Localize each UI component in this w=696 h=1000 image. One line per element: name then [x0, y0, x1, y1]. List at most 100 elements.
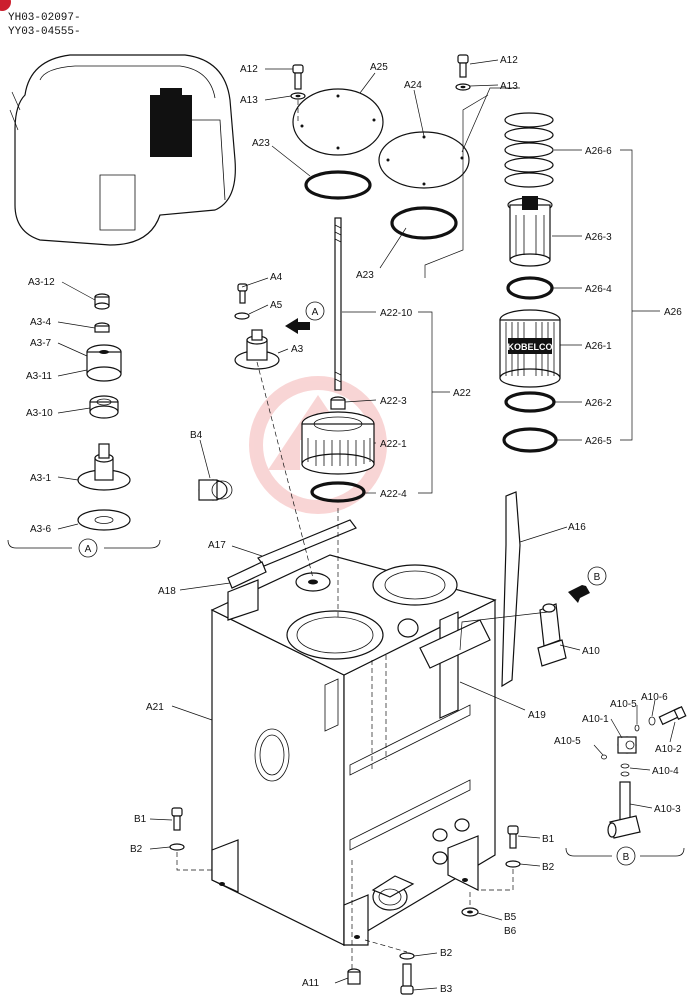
label-b5: B5	[504, 912, 517, 923]
corner-badge	[0, 0, 11, 11]
label-a25: A25	[370, 62, 388, 73]
washer-b2-right	[505, 860, 521, 868]
label-a22: A22	[453, 388, 471, 399]
label-a3-6: A3-6	[30, 524, 52, 535]
label-b2-left: B2	[130, 844, 143, 855]
label-a26-2: A26-2	[585, 398, 612, 409]
label-a18: A18	[158, 586, 176, 597]
label-a10-3: A10-3	[654, 804, 681, 815]
label-a22-1: A22-1	[380, 439, 407, 450]
label-a3-1: A3-1	[30, 473, 52, 484]
label-b2-bottom: B2	[440, 948, 453, 959]
label-a10-6: A10-6	[641, 692, 668, 703]
o-ring-a10-5-upper	[634, 724, 640, 732]
strainer-a22-1	[301, 411, 375, 475]
o-ring-a26-4	[506, 276, 554, 300]
label-a13-right: A13	[500, 81, 518, 92]
label-a3-10: A3-10	[26, 408, 53, 419]
label-a12-right: A12	[500, 55, 518, 66]
breather-a3	[234, 329, 280, 370]
seal-a3-10	[89, 395, 119, 419]
view-a-callout: A	[312, 307, 319, 318]
o-ring-a23-upper	[304, 170, 372, 200]
detail-b: B	[565, 705, 687, 866]
o-ring-a22-4	[310, 481, 366, 503]
label-a22-3: A22-3	[380, 396, 407, 407]
label-b3: B3	[440, 984, 453, 995]
bolt-a12-right	[455, 54, 471, 91]
label-a23-lower: A23	[356, 270, 374, 281]
detail-a: A	[7, 293, 161, 558]
label-a16: A16	[568, 522, 586, 533]
rod-a22-10	[334, 217, 342, 391]
label-a26-6: A26-6	[585, 146, 612, 157]
o-ring-a10-5-lower	[601, 754, 607, 760]
label-a22-10: A22-10	[380, 308, 413, 319]
label-a23-upper: A23	[252, 138, 270, 149]
label-a26-3: A26-3	[585, 232, 612, 243]
bolt-b1-left	[171, 807, 183, 831]
label-b4: B4	[190, 430, 203, 441]
label-a17: A17	[208, 540, 226, 551]
label-a21: A21	[146, 702, 164, 713]
filter-element-a26-1: KOBELCO	[499, 309, 561, 388]
o-ring-a10-4	[620, 763, 630, 769]
label-b1-left: B1	[134, 814, 147, 825]
nut-a22-3	[330, 396, 346, 410]
label-a26: A26	[664, 307, 682, 318]
label-a22-4: A22-4	[380, 489, 407, 500]
bolt-b3	[400, 963, 414, 995]
o-ring-a10-6	[648, 716, 656, 726]
part-labels: A12 A13 A25 A24 A23 A12 A13 A23 A26-6 A2…	[26, 55, 682, 995]
filter-brand-label: KOBELCO	[508, 342, 553, 352]
o-ring-a26-5	[502, 427, 558, 453]
gasket-a3-6	[77, 509, 131, 531]
serial-range-line-1: YH03-02097-	[8, 12, 81, 24]
label-a3: A3	[291, 344, 304, 355]
view-b-arrow	[568, 585, 590, 603]
label-a13-left: A13	[240, 95, 258, 106]
label-b2-right: B2	[542, 862, 555, 873]
label-a19: A19	[528, 710, 546, 721]
cap-a3-12	[94, 293, 110, 310]
label-a5: A5	[270, 300, 283, 311]
pipe-a19	[397, 611, 491, 719]
valve-a26-3	[507, 196, 553, 267]
label-a3-4: A3-4	[30, 317, 52, 328]
nut-a3-4	[94, 322, 110, 333]
serial-range-line-2: YY03-04555-	[8, 26, 81, 38]
spring-a26-6	[504, 112, 554, 188]
hydraulic-tank-location-marker	[150, 95, 192, 157]
detail-a-label: A	[85, 544, 92, 555]
label-a26-5: A26-5	[585, 436, 612, 447]
element-a3-11	[86, 344, 122, 382]
level-switch-a10	[537, 603, 567, 667]
suction-port	[371, 875, 415, 911]
o-ring-a26-2	[504, 391, 556, 413]
label-a10: A10	[582, 646, 600, 657]
label-a3-12: A3-12	[28, 277, 55, 288]
bolt-a10-2	[658, 705, 687, 726]
plug-b4	[198, 479, 233, 501]
leader-lines	[57, 59, 676, 991]
label-b6: B6	[504, 926, 517, 937]
label-b1-right: B1	[542, 834, 555, 845]
label-a24: A24	[404, 80, 422, 91]
washer-b2-bottom	[399, 952, 415, 960]
label-a26-4: A26-4	[585, 284, 612, 295]
drain-plug-a11	[347, 968, 361, 985]
label-a11: A11	[302, 978, 319, 989]
o-ring-a23-lower	[390, 206, 458, 240]
pipe-a10-3	[607, 781, 641, 839]
washer-a5	[234, 312, 250, 320]
plate-a18	[227, 561, 267, 589]
label-a10-2: A10-2	[655, 744, 682, 755]
label-a3-11: A3-11	[26, 371, 52, 382]
bolt-b1-right	[507, 825, 519, 849]
view-a-arrow	[285, 318, 310, 334]
machine-location-inset	[9, 54, 236, 246]
label-a12-left: A12	[240, 64, 258, 75]
label-a10-5-left: A10-5	[554, 736, 581, 747]
